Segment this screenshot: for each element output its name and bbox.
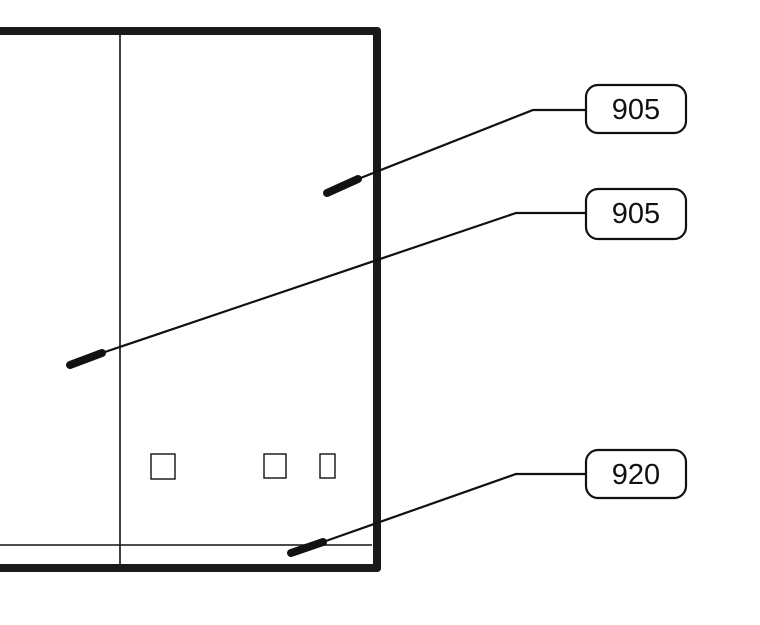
callout-label: 920 [612,459,660,491]
leader-line [101,211,586,355]
callout-905-lower: 905 [66,187,688,369]
callout-905-upper: 905 [323,83,688,197]
small-square-feature [263,453,287,479]
leader-marker [287,538,327,557]
leader-line [322,472,586,544]
callout-label: 905 [612,94,660,126]
label-box [584,187,688,241]
callout-920: 920 [287,448,688,557]
label-box [584,83,688,135]
outer-frame [0,27,381,572]
callout-label: 905 [612,198,660,230]
leader-marker [323,175,362,197]
leader-line [357,108,586,181]
label-box [584,448,688,500]
small-rect-feature [319,453,336,479]
small-square-feature [150,453,176,480]
leader-marker [66,349,106,369]
